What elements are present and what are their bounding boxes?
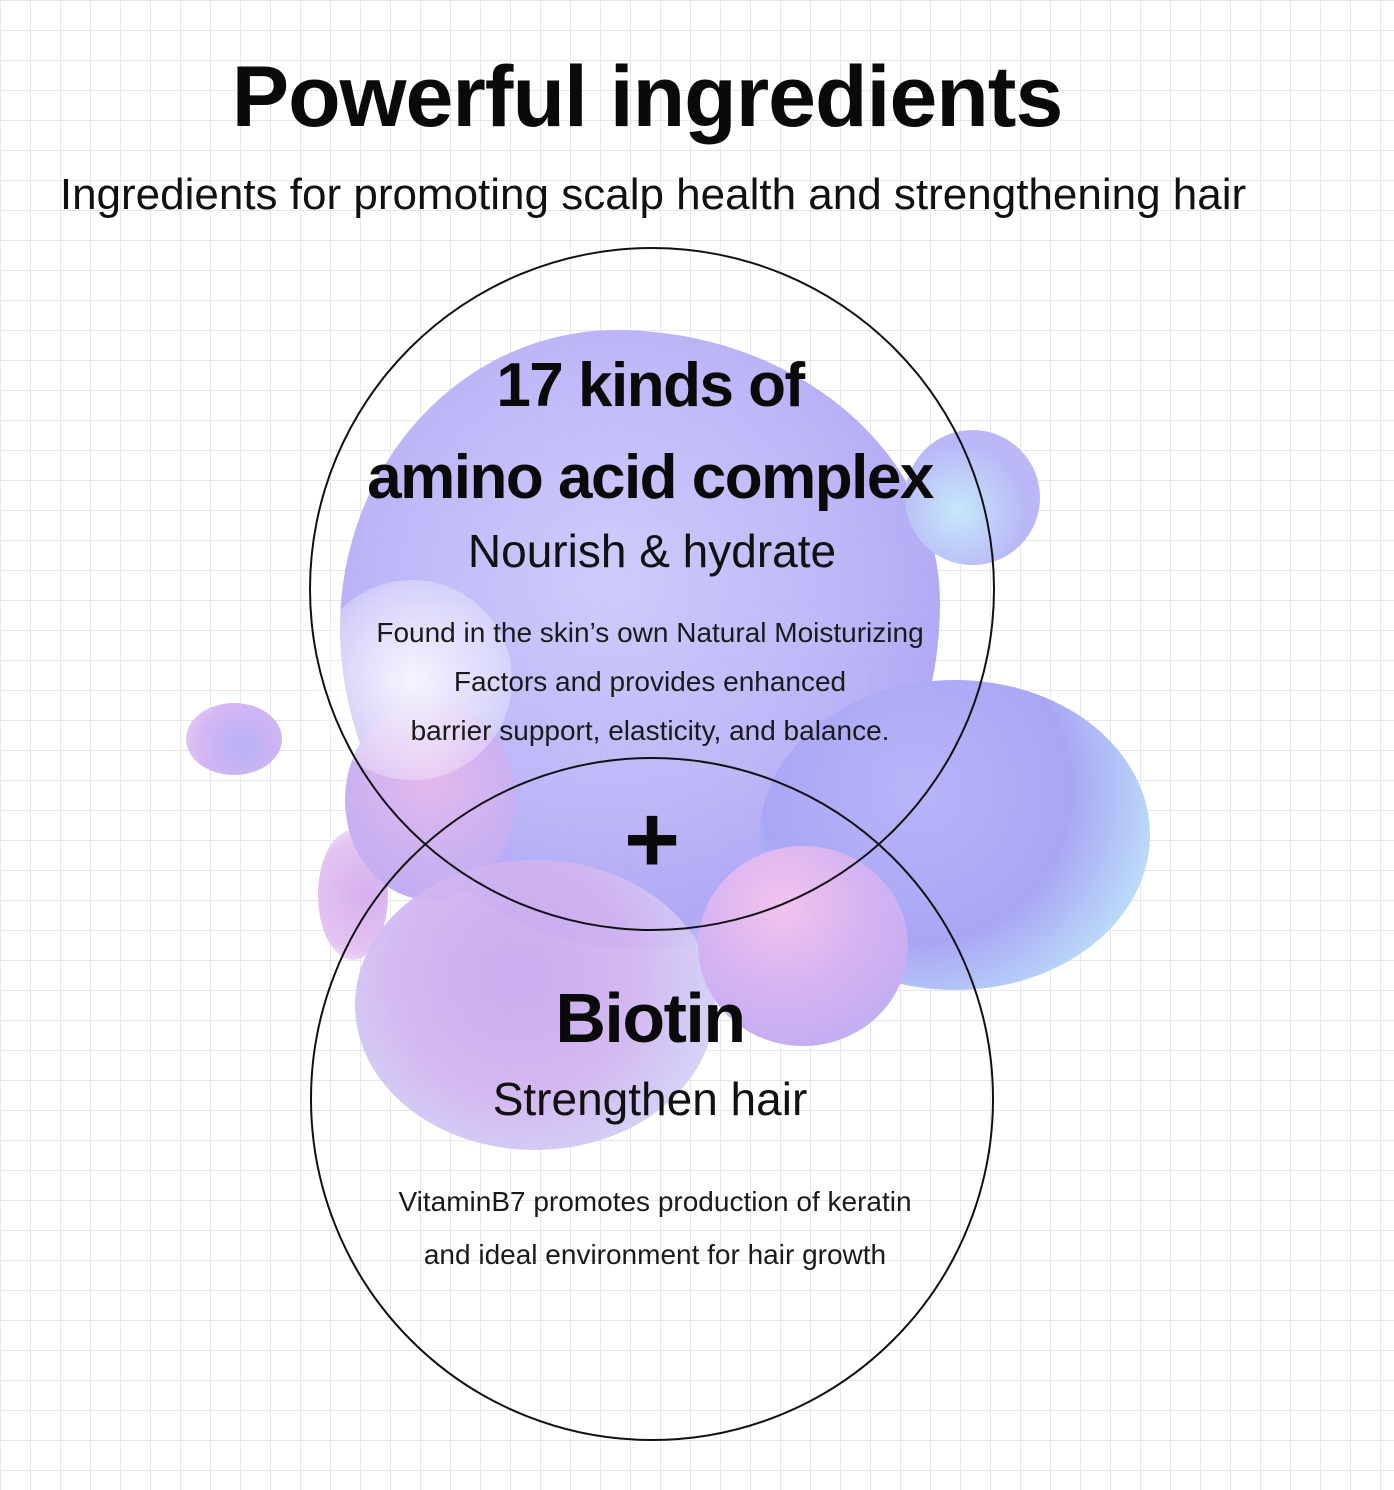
biotin-desc-line2: and ideal environment for hair growth xyxy=(423,1239,887,1270)
amino-description: Found in the skin’s own Natural Moisturi… xyxy=(300,608,1000,755)
amino-benefit: Nourish & hydrate xyxy=(467,525,837,577)
page-title: Powerful ingredients xyxy=(231,49,1064,145)
amino-desc-line1: Found in the skin’s own Natural Moisturi… xyxy=(376,617,924,648)
page-subtitle: Ingredients for promoting scalp health a… xyxy=(59,170,1247,219)
biotin-desc-line1: VitaminB7 promotes production of keratin xyxy=(398,1186,912,1217)
amino-title-line2: amino acid complex xyxy=(367,443,934,512)
plus-icon: + xyxy=(623,786,681,893)
biotin-description: VitaminB7 promotes production of keratin… xyxy=(305,1175,1005,1281)
amino-desc-line2: Factors and provides enhanced xyxy=(453,666,847,697)
decorative-blob xyxy=(186,703,282,775)
amino-title: 17 kinds of amino acid complex xyxy=(300,340,1000,524)
biotin-title: Biotin xyxy=(555,979,746,1057)
amino-title-line1: 17 kinds of xyxy=(496,351,805,420)
amino-desc-line3: barrier support, elasticity, and balance… xyxy=(410,715,890,746)
biotin-benefit: Strengthen hair xyxy=(492,1073,808,1125)
ingredient-circle-biotin xyxy=(310,757,994,1441)
